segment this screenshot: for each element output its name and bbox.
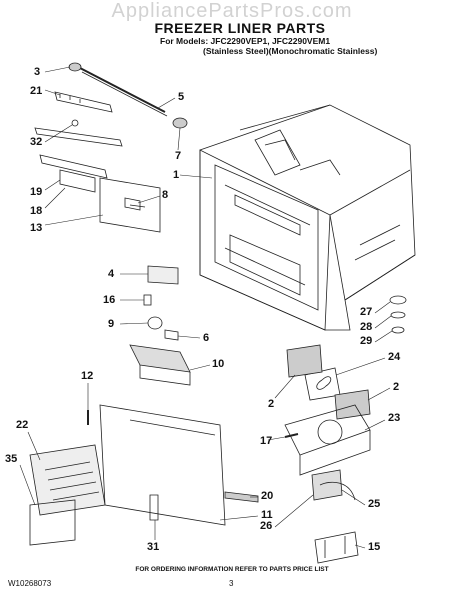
callout-8: 8	[162, 189, 169, 201]
callout-7: 7	[175, 150, 182, 162]
watermark: AppliancePartsPros.com	[111, 0, 353, 22]
callout-24: 24	[388, 351, 401, 363]
callout-3: 3	[34, 66, 41, 78]
callout-6: 6	[203, 332, 210, 344]
callout-28: 28	[360, 321, 373, 333]
callout-18: 18	[30, 205, 43, 217]
callout-26: 26	[260, 520, 273, 532]
callout-31: 31	[147, 541, 160, 553]
callout-17: 17	[260, 435, 273, 447]
model-variants: (Stainless Steel)(Monochromatic Stainles…	[203, 46, 378, 56]
callout-19: 19	[30, 186, 43, 198]
document-id: W10268073	[8, 579, 52, 588]
callout-32: 32	[30, 136, 43, 148]
callout-27: 27	[360, 306, 373, 318]
callout-16: 16	[103, 294, 116, 306]
model-list: For Models: JFC2290VEP1, JFC2290VEM1	[160, 36, 331, 46]
page-title: FREEZER LINER PARTS	[154, 20, 326, 36]
callout-2a: 2	[268, 398, 275, 410]
callout-11: 11	[261, 509, 273, 521]
callout-9: 9	[108, 318, 115, 330]
callout-2b: 2	[393, 381, 400, 393]
callout-29: 29	[360, 335, 373, 347]
callout-13: 13	[30, 222, 43, 234]
callout-25: 25	[368, 498, 381, 510]
callout-22: 22	[16, 419, 29, 431]
callout-21: 21	[30, 85, 43, 97]
freezer-liner	[199, 104, 416, 331]
callout-4: 4	[108, 268, 115, 280]
ordering-note: FOR ORDERING INFORMATION REFER TO PARTS …	[135, 566, 329, 573]
callout-20: 20	[261, 490, 274, 502]
callout-15: 15	[368, 541, 381, 553]
callout-10: 10	[212, 358, 225, 370]
callout-35: 35	[5, 453, 18, 465]
page-number: 3	[229, 579, 234, 588]
callout-1: 1	[173, 169, 180, 181]
callout-5: 5	[178, 91, 185, 103]
callout-23: 23	[388, 412, 401, 424]
callout-12: 12	[81, 370, 94, 382]
